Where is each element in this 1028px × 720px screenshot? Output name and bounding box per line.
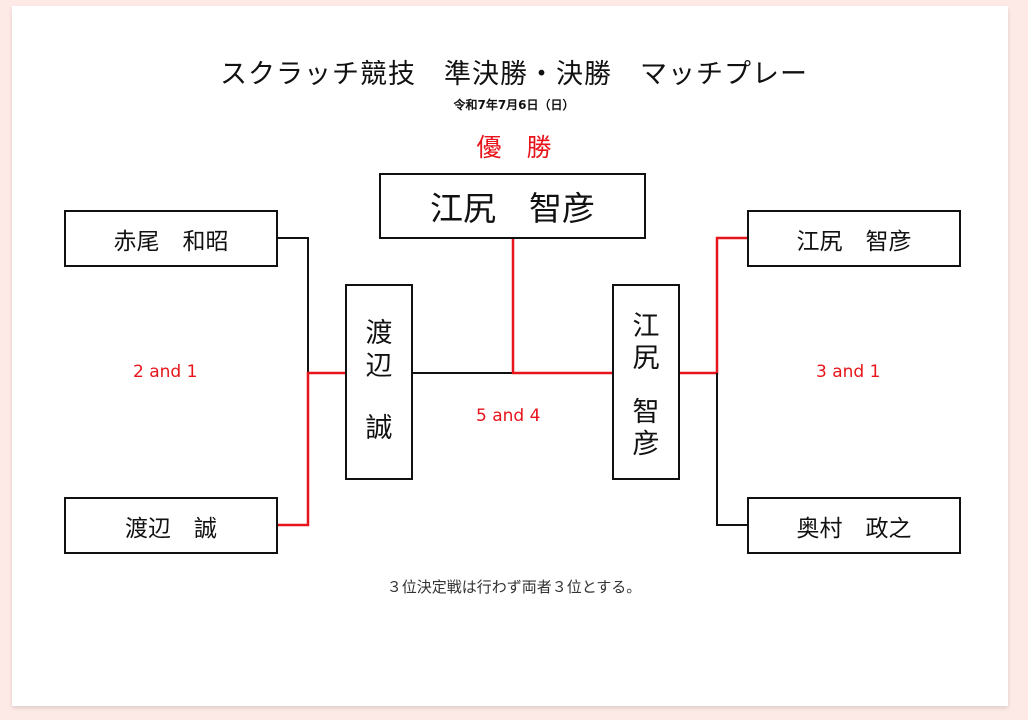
right-finalist-box: 江 尻 智 彦: [612, 284, 680, 480]
right-finalist-char: 江: [632, 311, 660, 342]
left-finalist-char: 辺: [365, 351, 393, 382]
line-right-top-winner: [679, 236, 748, 375]
left-bottom-player-box: 渡辺 誠: [64, 497, 278, 554]
footer-note: ３位決定戦は行わず両者３位とする。: [386, 578, 642, 596]
right-top-player-box: 江尻 智彦: [747, 210, 961, 267]
left-top-player-box: 赤尾 和昭: [64, 210, 278, 267]
line-right-bottom-loser: [716, 373, 748, 526]
left-finalist-box: 渡 辺 誠: [345, 284, 413, 480]
left-finalist-char: 渡: [365, 318, 393, 349]
left-semifinal-score: 2 and 1: [133, 362, 198, 382]
final-score: 5 and 4: [476, 406, 541, 426]
champion-box: 江尻 智彦: [379, 173, 646, 239]
right-finalist-char: 彦: [632, 429, 660, 460]
bracket-sheet: [12, 6, 1008, 706]
right-finalist-char: 智: [632, 397, 660, 428]
event-date: 令和7年7月6日（日）: [453, 98, 575, 112]
line-left-top-loser: [276, 237, 309, 373]
left-finalist-char: 誠: [365, 413, 393, 444]
line-left-bottom-winner: [276, 371, 346, 527]
page-title: スクラッチ競技 準決勝・決勝 マッチプレー: [220, 59, 808, 90]
right-bottom-player-box: 奥村 政之: [747, 497, 961, 554]
champion-label: 優 勝: [476, 133, 552, 162]
right-finalist-char: 尻: [632, 343, 660, 374]
right-semifinal-score: 3 and 1: [816, 362, 881, 382]
line-final-winner: [511, 238, 613, 375]
